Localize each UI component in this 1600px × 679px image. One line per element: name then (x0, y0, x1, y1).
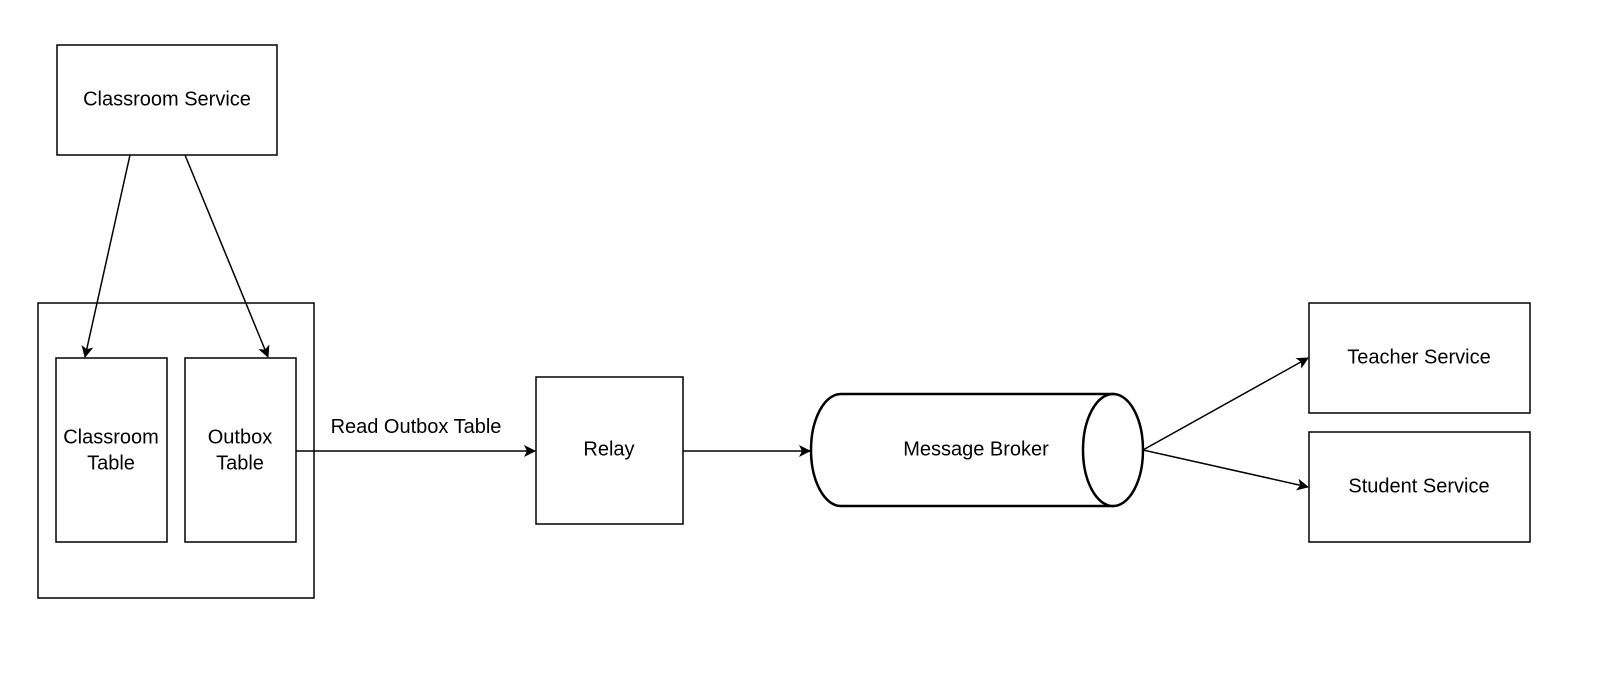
outbox-table-label-line1: Outbox (208, 426, 272, 448)
outbox-table-label-line2: Table (216, 452, 264, 474)
arrow-service-to-classroom-table (81, 154, 131, 358)
student-service-label: Student Service (1348, 475, 1489, 497)
message-broker-node: Message Broker (809, 392, 1145, 508)
outbox-table-node: Outbox Table (184, 357, 297, 543)
message-broker-body (809, 392, 1115, 508)
arrow-service-to-outbox-table (184, 154, 270, 358)
classroom-table-label-line1: Classroom (63, 426, 159, 448)
student-service-node: Student Service (1308, 431, 1531, 543)
classroom-service-label: Classroom Service (83, 88, 251, 110)
arrow-broker-to-student (1142, 449, 1309, 491)
classroom-table-node: Classroom Table (55, 357, 168, 543)
teacher-service-label: Teacher Service (1347, 346, 1490, 368)
message-broker-label: Message Broker (903, 438, 1049, 460)
teacher-service-node: Teacher Service (1308, 302, 1531, 414)
read-outbox-table-label: Read Outbox Table (331, 416, 502, 438)
classroom-table-label-line2: Table (87, 452, 135, 474)
classroom-service-node: Classroom Service (56, 44, 278, 156)
relay-node: Relay (535, 376, 684, 525)
message-broker-cap (1081, 392, 1145, 508)
relay-label: Relay (583, 438, 634, 460)
arrow-broker-to-teacher (1142, 357, 1309, 451)
